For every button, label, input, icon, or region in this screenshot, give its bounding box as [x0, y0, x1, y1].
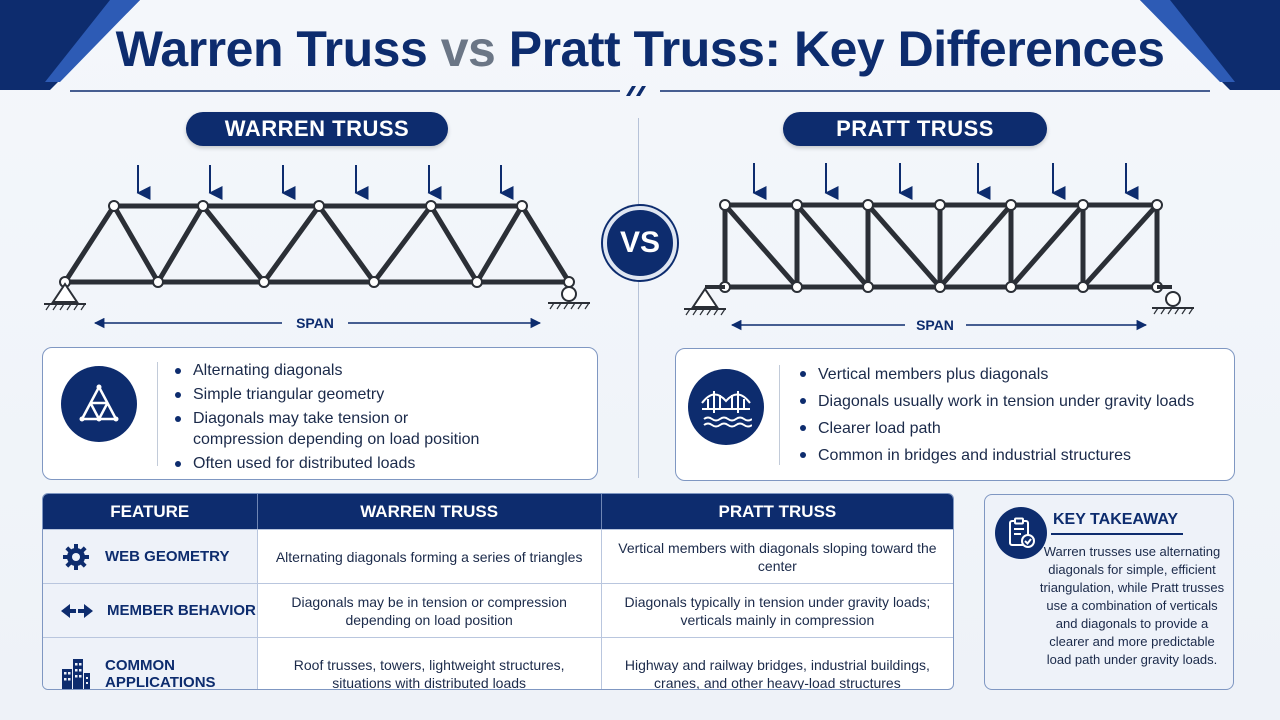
warren-load-arrows [136, 165, 514, 200]
comparison-table: FEATURE WARREN TRUSS PRATT TRUSS WEB GEO… [42, 493, 954, 690]
title-underline [70, 86, 1210, 96]
warren-bullet-list: Alternating diagonals Simple triangular … [171, 360, 501, 477]
list-item: Often used for distributed loads [171, 453, 501, 474]
table-cell: Highway and railway bridges, industrial … [624, 656, 930, 690]
list-item: Diagonals usually work in tension under … [796, 390, 1226, 414]
warren-truss-diagram [44, 165, 590, 329]
takeaway-underline [1051, 533, 1183, 535]
clipboard-check-icon [995, 507, 1047, 559]
feature-label: COMMON APPLICATIONS [105, 656, 216, 690]
bridge-icon [688, 369, 764, 445]
list-item: Diagonals may take tension or compressio… [171, 408, 501, 450]
gear-icon [63, 543, 89, 570]
pratt-info-card: Vertical members plus diagonals Diagonal… [675, 348, 1235, 481]
table-cell: Diagonals typically in tension under gra… [624, 593, 931, 628]
title-pratt: Pratt Truss: Key Differences [508, 21, 1165, 77]
corner-decoration-right [1140, 0, 1280, 90]
warren-card-divider [157, 362, 158, 466]
header-pratt: PRATT TRUSS [718, 501, 837, 521]
table-cell: Roof trusses, towers, lightweight struct… [258, 638, 602, 689]
title-warren: Warren Truss [115, 21, 428, 77]
list-item: Simple triangular geometry [171, 384, 501, 405]
pratt-load-arrows [752, 163, 1139, 200]
list-item: Common in bridges and industrial structu… [796, 444, 1226, 468]
warren-span-label: SPAN [296, 315, 334, 331]
table-cell: Alternating diagonals forming a series o… [258, 530, 602, 583]
pratt-truss-diagram [684, 163, 1194, 331]
feature-label: MEMBER BEHAVIOR [107, 602, 256, 619]
table-cell: Diagonals may be in tension or compressi… [258, 584, 602, 637]
table-cell: Vertical members with diagonals sloping … [618, 539, 937, 574]
pratt-span-label: SPAN [916, 317, 954, 333]
double-arrow-icon [61, 603, 93, 618]
list-item: Alternating diagonals [171, 360, 501, 381]
buildings-icon [62, 658, 90, 689]
table-row: MEMBER BEHAVIOR Diagonals may be in tens… [43, 583, 953, 637]
pratt-bullet-list: Vertical members plus diagonals Diagonal… [796, 363, 1226, 471]
header-warren: WARREN TRUSS [258, 494, 602, 529]
header-feature: FEATURE [43, 494, 258, 529]
list-item: Vertical members plus diagonals [796, 363, 1226, 387]
list-item: Clearer load path [796, 417, 1226, 441]
table-row: COMMON APPLICATIONS Roof trusses, towers… [43, 637, 953, 690]
table-header: FEATURE WARREN TRUSS PRATT TRUSS [43, 494, 953, 529]
pratt-card-divider [779, 365, 780, 465]
feature-label: WEB GEOMETRY [105, 548, 230, 565]
page-title: Warren Truss vs Pratt Truss: Key Differe… [0, 14, 1280, 84]
title-vs: vs [440, 21, 496, 77]
takeaway-title: KEY TAKEAWAY [1053, 511, 1179, 528]
table-row: WEB GEOMETRY Alternating diagonals formi… [43, 529, 953, 583]
key-takeaway-card: KEY TAKEAWAY Warren trusses use alternat… [984, 494, 1234, 690]
warren-label: WARREN TRUSS [186, 112, 448, 146]
pratt-label: PRATT TRUSS [783, 112, 1047, 146]
corner-decoration-left [0, 0, 140, 90]
warren-info-card: Alternating diagonals Simple triangular … [42, 347, 598, 480]
center-divider [638, 118, 639, 478]
takeaway-text: Warren trusses use alternating diagonals… [1039, 544, 1225, 667]
vs-badge: VS [603, 206, 677, 280]
triangle-truss-icon [61, 366, 137, 442]
